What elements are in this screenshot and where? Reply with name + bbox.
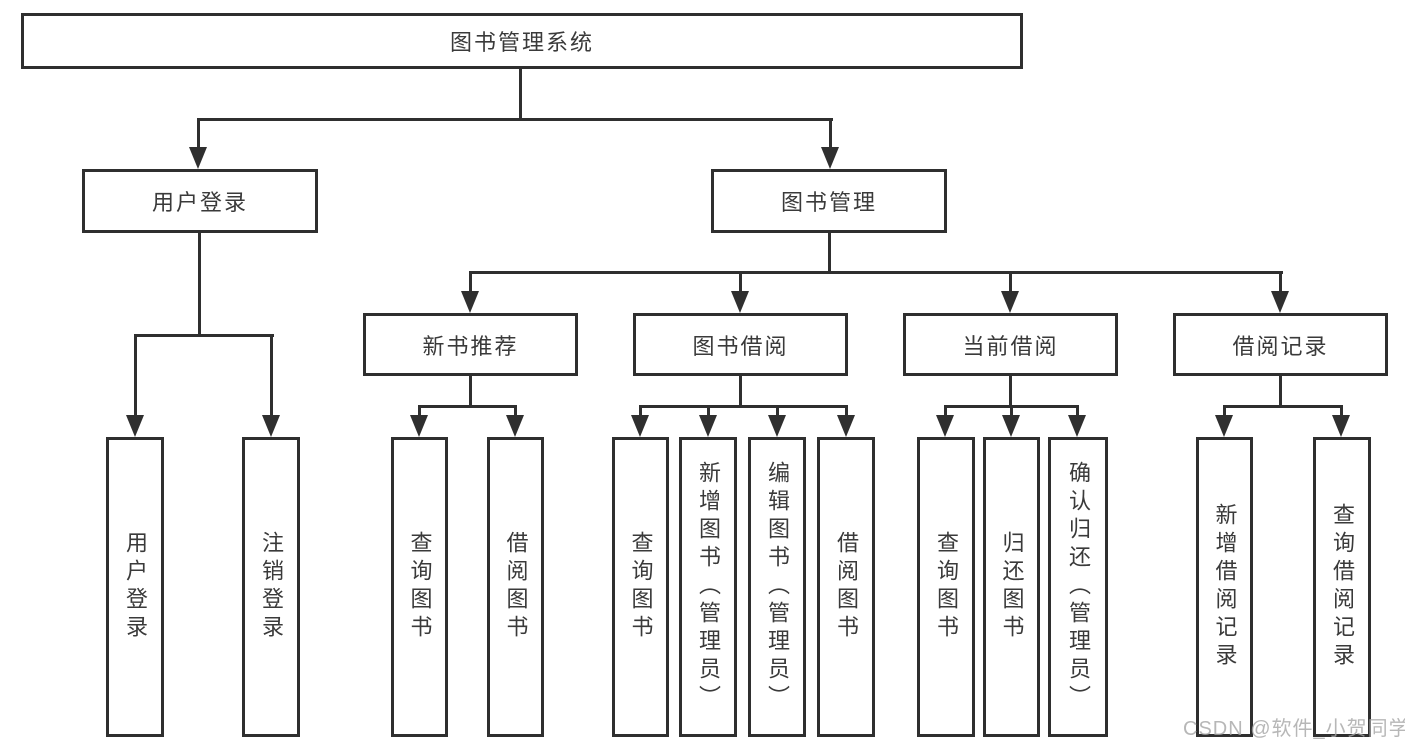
leaf-query-borrow-record: 查询借阅记录: [1313, 437, 1371, 737]
line-segment: [418, 405, 421, 418]
arrowhead-icon: [506, 415, 524, 437]
arrowhead-icon: [936, 415, 954, 437]
arrowhead-icon: [1215, 415, 1233, 437]
line-segment: [514, 405, 517, 418]
node-label: 用户登录: [123, 531, 148, 643]
node-label: 注销登录: [259, 531, 284, 643]
leaf-return-books: 归还图书: [983, 437, 1040, 737]
line-segment: [1279, 375, 1282, 408]
arrowhead-icon: [768, 415, 786, 437]
node-label: 编辑图书（管理员）: [765, 461, 790, 713]
node-label: 用户登录: [151, 190, 248, 215]
line-segment: [1010, 405, 1013, 418]
node-library-system: 图书管理系统: [21, 13, 1023, 69]
arrowhead-icon: [1332, 415, 1350, 437]
line-segment: [707, 405, 710, 418]
line-segment: [197, 118, 833, 121]
arrowhead-icon: [1068, 415, 1086, 437]
line-segment: [639, 405, 642, 418]
leaf-borrow-books: 借阅图书: [817, 437, 875, 737]
line-segment: [469, 271, 1283, 274]
line-segment: [469, 271, 472, 293]
node-label: 图书管理系统: [449, 30, 594, 55]
line-segment: [828, 232, 831, 274]
line-segment: [197, 118, 200, 150]
line-segment: [1340, 405, 1343, 418]
arrowhead-icon: [126, 415, 144, 437]
node-current-borrow: 当前借阅: [903, 313, 1118, 376]
line-segment: [134, 334, 137, 417]
node-label: 新增图书（管理员）: [696, 461, 721, 713]
line-segment: [1279, 271, 1282, 293]
leaf-query-books-current: 查询图书: [917, 437, 975, 737]
node-label: 查询图书: [628, 531, 654, 643]
arrowhead-icon: [1001, 291, 1019, 313]
node-label: 当前借阅: [962, 333, 1059, 359]
node-label: 查询图书: [934, 531, 959, 643]
node-borrow-records: 借阅记录: [1173, 313, 1388, 376]
line-segment: [469, 375, 472, 408]
node-label: 查询借阅记录: [1330, 503, 1355, 671]
leaf-confirm-return-admin: 确认归还（管理员）: [1048, 437, 1108, 737]
arrowhead-icon: [699, 415, 717, 437]
arrowhead-icon: [189, 147, 207, 169]
arrowhead-icon: [631, 415, 649, 437]
arrowhead-icon: [731, 291, 749, 313]
leaf-query-books-recommend: 查询图书: [391, 437, 448, 737]
node-label: 借阅记录: [1232, 333, 1329, 359]
arrowhead-icon: [837, 415, 855, 437]
csdn-watermark: CSDN @软件_小贺同学: [1183, 718, 1405, 740]
line-segment: [1223, 405, 1226, 418]
node-label: 借阅图书: [503, 531, 529, 643]
node-label: 新增借阅记录: [1212, 503, 1238, 671]
line-segment: [1223, 405, 1343, 408]
arrowhead-icon: [461, 291, 479, 313]
node-label: 新书推荐: [422, 333, 519, 359]
line-segment: [198, 232, 201, 337]
node-user-login: 用户登录: [82, 169, 318, 233]
leaf-add-borrow-record: 新增借阅记录: [1196, 437, 1253, 737]
node-label: 图书管理: [780, 190, 877, 215]
leaf-edit-books-admin: 编辑图书（管理员）: [748, 437, 806, 737]
arrowhead-icon: [1271, 291, 1289, 313]
line-segment: [1009, 375, 1012, 408]
node-label: 归还图书: [999, 531, 1025, 643]
node-label: 确认归还（管理员）: [1066, 461, 1091, 713]
leaf-query-books-borrow: 查询图书: [612, 437, 669, 737]
line-segment: [739, 271, 742, 293]
line-segment: [829, 118, 832, 150]
node-book-management: 图书管理: [711, 169, 947, 233]
line-segment: [519, 68, 522, 121]
arrowhead-icon: [821, 147, 839, 169]
line-segment: [1076, 405, 1079, 418]
line-segment: [1009, 271, 1012, 293]
line-segment: [270, 334, 273, 417]
node-new-book-recommend: 新书推荐: [363, 313, 578, 376]
arrowhead-icon: [262, 415, 280, 437]
line-segment: [418, 405, 517, 408]
line-segment: [739, 375, 742, 408]
node-label: 借阅图书: [834, 531, 859, 643]
line-segment: [944, 405, 947, 418]
node-label: 图书借阅: [692, 333, 789, 359]
line-segment: [776, 405, 779, 418]
leaf-user-login: 用户登录: [106, 437, 164, 737]
line-segment: [134, 334, 274, 337]
node-label: 查询图书: [407, 531, 433, 643]
arrowhead-icon: [1002, 415, 1020, 437]
node-book-borrow: 图书借阅: [633, 313, 848, 376]
line-segment: [639, 405, 847, 408]
leaf-logout: 注销登录: [242, 437, 300, 737]
leaf-add-books-admin: 新增图书（管理员）: [679, 437, 737, 737]
arrowhead-icon: [410, 415, 428, 437]
leaf-borrow-books-recommend: 借阅图书: [487, 437, 544, 737]
line-segment: [845, 405, 848, 418]
